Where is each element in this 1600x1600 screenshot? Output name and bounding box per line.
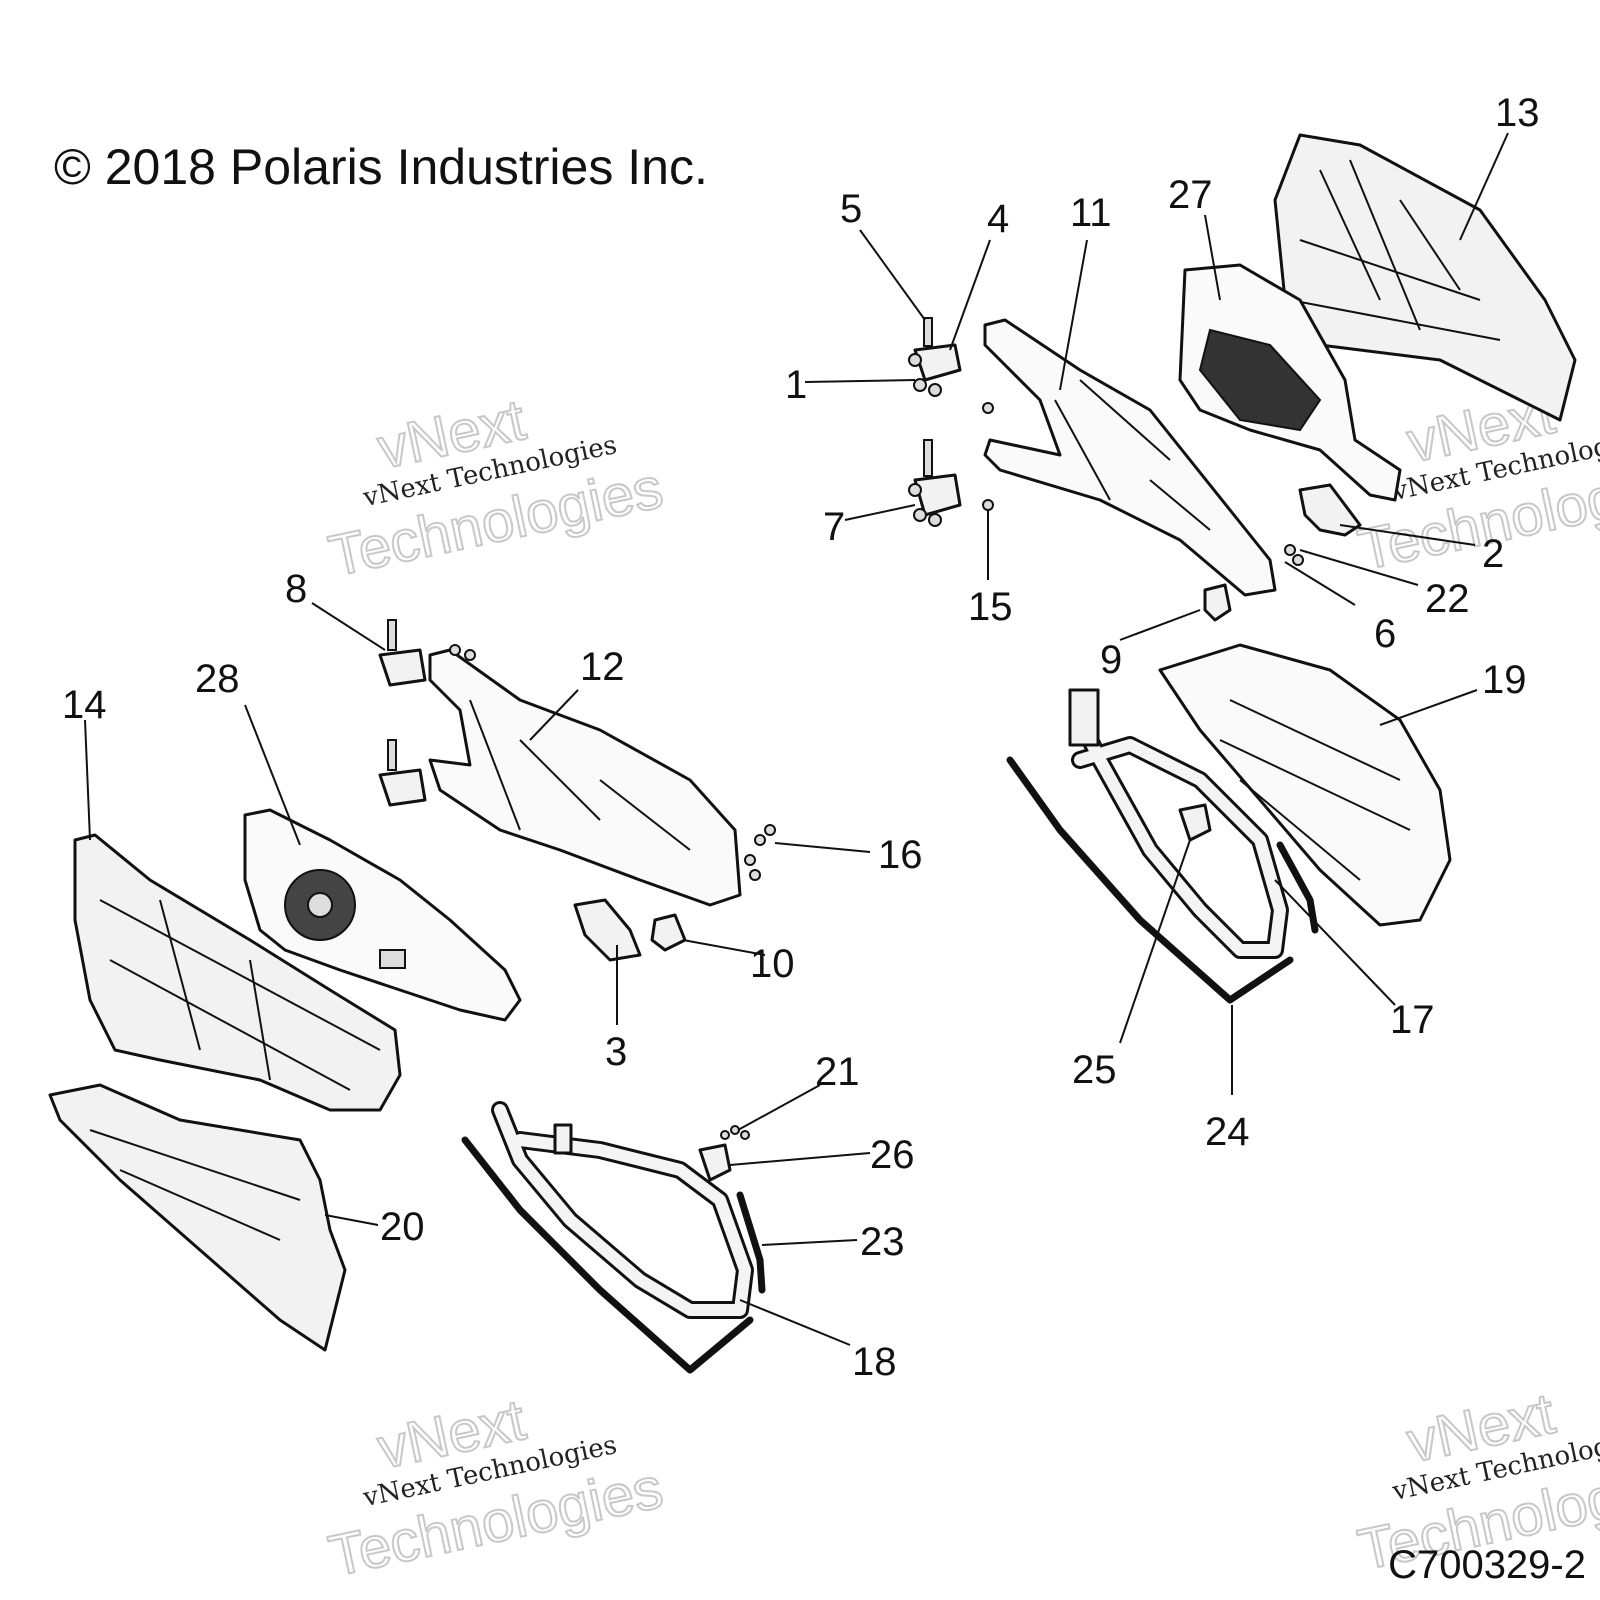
callout-7: 7 <box>823 505 845 549</box>
callout-12: 12 <box>580 645 625 689</box>
callout-11: 11 <box>1070 191 1112 235</box>
callout-28: 28 <box>195 657 240 701</box>
part-rear-striker <box>1203 544 1304 622</box>
leader-lines <box>84 132 1509 1346</box>
part-front-inner-trim <box>243 808 522 1022</box>
part-front-tube-frame <box>461 1101 766 1374</box>
callout-labels: 1 2 3 4 5 6 7 8 9 10 11 12 13 14 15 16 1… <box>62 91 1540 1384</box>
part-rear-hinges <box>908 317 994 527</box>
callout-25: 25 <box>1072 1048 1117 1092</box>
part-front-door-panel <box>73 833 402 1112</box>
callout-21: 21 <box>815 1050 860 1094</box>
callout-15: 15 <box>968 585 1013 629</box>
callout-23: 23 <box>860 1220 905 1264</box>
diagram-id: C700329-2 <box>1388 1543 1586 1587</box>
callout-22: 22 <box>1425 577 1470 621</box>
copyright-notice: © 2018 Polaris Industries Inc. <box>54 139 708 195</box>
callout-13: 13 <box>1495 91 1540 135</box>
callout-27: 27 <box>1168 173 1213 217</box>
callout-2: 2 <box>1482 532 1504 576</box>
part-rear-door-panel <box>1273 133 1577 422</box>
callout-18: 18 <box>852 1340 897 1384</box>
callout-1: 1 <box>785 363 807 407</box>
watermark-bottom-left: vNext vNext Technologies Technologies <box>323 1386 670 1590</box>
part-front-hinges <box>378 619 476 807</box>
part-front-lower-panel <box>48 1083 347 1352</box>
part-front-door-frame <box>428 648 742 907</box>
part-front-latch <box>573 898 687 962</box>
callout-6: 6 <box>1374 612 1396 656</box>
callout-14: 14 <box>62 683 107 727</box>
watermark-top-left: vNext vNext Technologies Technologies <box>323 386 670 590</box>
part-rear-latch <box>1298 483 1362 537</box>
part-front-fasteners <box>744 824 776 881</box>
callout-3: 3 <box>605 1030 627 1074</box>
callout-9: 9 <box>1100 638 1122 682</box>
callout-16: 16 <box>878 833 923 877</box>
part-rear-door-frame <box>983 318 1277 597</box>
callout-24: 24 <box>1205 1110 1250 1154</box>
callout-26: 26 <box>870 1133 915 1177</box>
part-rear-door-inner-panel <box>1158 643 1452 927</box>
callout-17: 17 <box>1390 998 1435 1042</box>
callout-10: 10 <box>750 942 795 986</box>
callout-19: 19 <box>1482 658 1527 702</box>
callout-4: 4 <box>987 197 1009 241</box>
callout-8: 8 <box>285 567 307 611</box>
callout-20: 20 <box>380 1205 425 1249</box>
part-rear-inner-trim <box>1178 263 1402 502</box>
callout-5: 5 <box>840 187 862 231</box>
